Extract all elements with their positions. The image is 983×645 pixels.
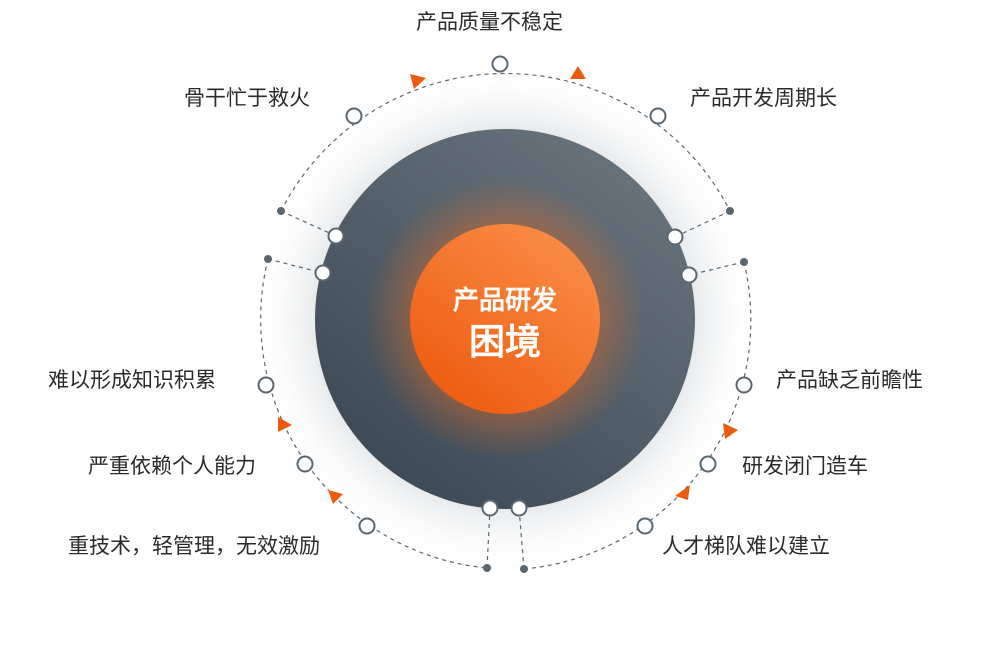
- label-firefighting: 骨干忙于救火: [184, 86, 310, 110]
- label-individual: 严重依赖个人能力: [88, 454, 256, 478]
- center-title-line2: 困境: [468, 322, 541, 363]
- ring-nodes: [257, 55, 753, 535]
- center-circle: [410, 224, 600, 414]
- label-cycle: 产品开发周期长: [690, 86, 837, 110]
- end-dots: [264, 207, 748, 573]
- label-knowledge: 难以形成知识积累: [48, 368, 216, 392]
- label-foresight: 产品缺乏前瞻性: [776, 368, 923, 392]
- label-management: 重技术，轻管理，无效激励: [68, 534, 320, 558]
- label-closed-door: 研发闭门造车: [742, 454, 868, 478]
- label-quality: 产品质量不稳定: [416, 10, 563, 34]
- label-talent: 人才梯队难以建立: [662, 534, 830, 558]
- arrow-icons: [278, 66, 738, 504]
- cycle-paths: [260, 72, 752, 570]
- center-title-line1: 产品研发: [452, 286, 557, 316]
